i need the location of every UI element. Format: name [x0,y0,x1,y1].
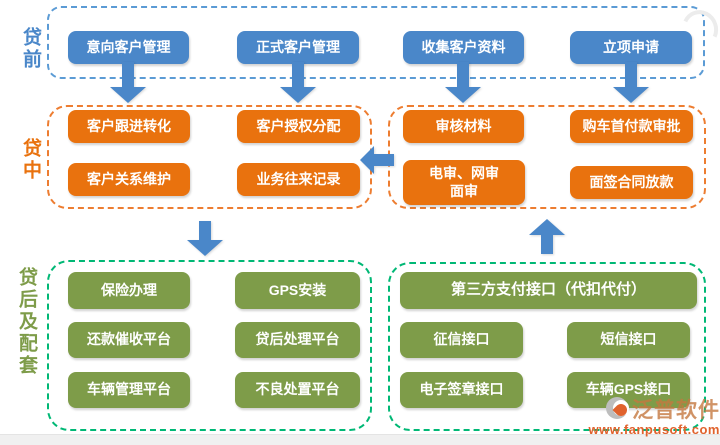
node-gps-installation: GPS安装 [235,272,360,309]
node-post-loan-processing-platform: 贷后处理平台 [235,322,360,358]
node-customer-follow-up-conversion: 客户跟进转化 [68,110,190,143]
node-insurance-handling: 保险办理 [68,272,190,309]
watermark: 泛普软件 www.fanpusoft.com [588,394,720,437]
arrow-left-icon [360,146,394,174]
node-intent-customer-management: 意向客户管理 [68,31,189,64]
footer-strip [0,434,720,445]
node-review-materials: 审核材料 [403,110,524,143]
node-project-application: 立项申请 [570,31,692,64]
node-repayment-collection-platform: 还款催收平台 [68,322,190,358]
node-vehicle-management-platform: 车辆管理平台 [68,372,190,408]
node-customer-authorization-assignment: 客户授权分配 [237,110,360,143]
arrow-down-icon-4 [613,62,649,103]
stage-label-mid-loan: 贷中 [20,138,41,182]
pre-loan-zone [47,6,705,79]
arrow-down-icon-1 [110,62,146,103]
arrow-up-icon [529,219,565,254]
node-credit-check-interface: 征信接口 [400,322,523,358]
node-formal-customer-management: 正式客户管理 [237,31,359,64]
node-third-party-payment-interface: 第三方支付接口（代扣代付） [400,272,697,309]
watermark-brand: 泛普软件 [632,399,720,422]
node-collect-customer-info: 收集客户资料 [403,31,524,64]
node-car-down-payment-approval: 购车首付款审批 [570,110,693,143]
node-sms-interface: 短信接口 [567,322,690,358]
stage-label-pre-loan: 贷前 [20,27,41,71]
node-bad-asset-disposal-platform: 不良处置平台 [235,372,360,408]
node-e-signature-interface: 电子签章接口 [400,372,523,408]
fanpu-logo-icon [606,397,630,421]
post-loan-left-zone [47,260,372,431]
node-business-transaction-records: 业务往来记录 [237,163,360,196]
node-customer-relationship-maintenance: 客户关系维护 [68,163,190,196]
node-phone-online-interview-review: 电审、网审 面审 [403,160,525,205]
watermark-url: www.fanpusoft.com [588,422,720,437]
node-sign-contract-disbursement: 面签合同放款 [570,166,693,199]
stage-label-post-loan: 贷后及配套 [16,267,37,377]
arrow-down-icon-5 [187,221,223,256]
node-vehicle-gps-interface: 车辆GPS接口 [567,372,690,408]
arrow-down-icon-3 [445,62,481,103]
post-loan-right-zone [388,262,706,431]
arrow-down-icon-2 [280,62,316,103]
